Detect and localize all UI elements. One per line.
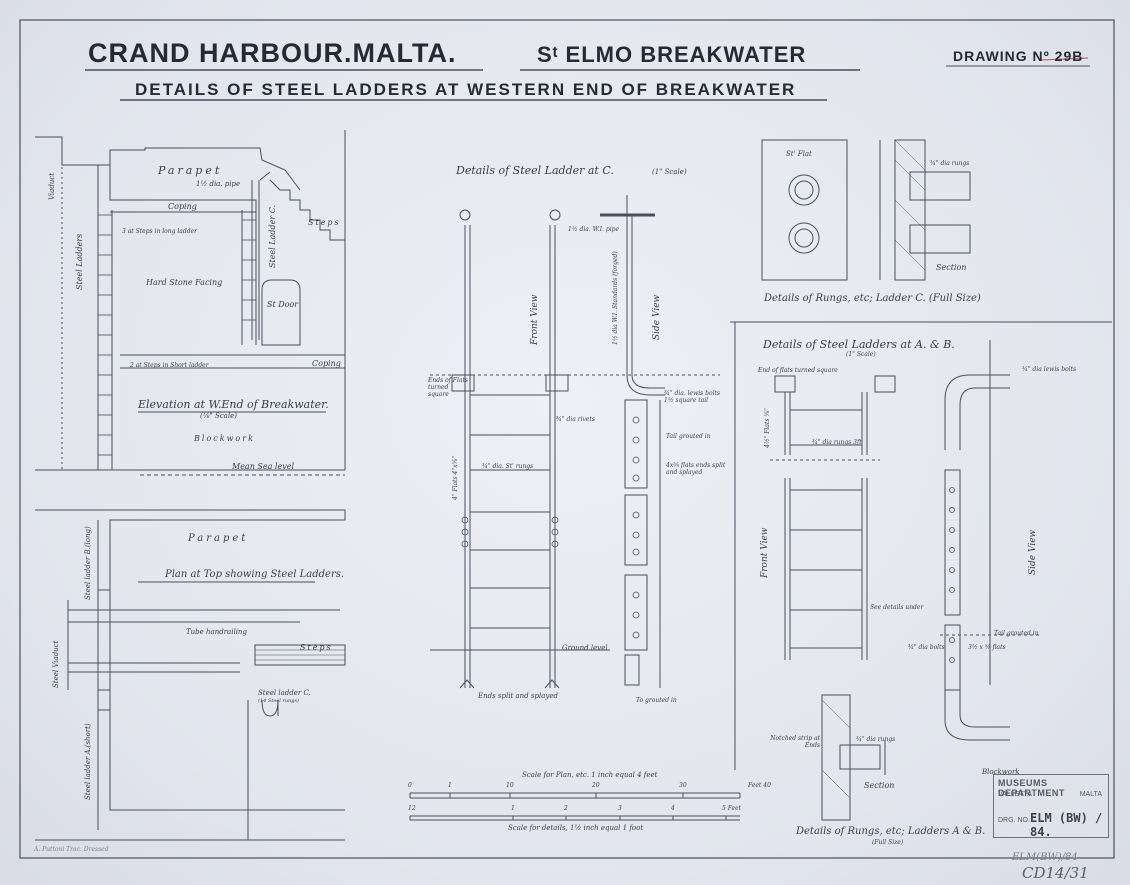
museum-stamp: MUSEUMS DEPARTMENT VALLETTA MALTA DRG. N… [993, 774, 1109, 839]
scale-detail-tick-0: 12 [408, 805, 416, 812]
elev-viaduct: Viaduct [48, 172, 56, 200]
ladders-ab-flats: 4½" Flats ⅝" [764, 408, 771, 448]
ladders-ab-side-view: Side View [1028, 529, 1038, 575]
ladder-c-pipe: 1½ dia. W.I. pipe [568, 226, 620, 233]
plan-steps: Steps [300, 643, 333, 652]
elev-mean-sea: Mean Sea level [232, 462, 295, 471]
ladder-c-rivets: ¾" dia rivets [556, 416, 595, 423]
ladders-ab-caption: Details of Steel Ladders at A. & B. [763, 338, 955, 351]
scale-detail-caption: Scale for details, 1½ inch equal 1 foot [508, 824, 644, 832]
scale-detail-tick-4: 4 [671, 805, 675, 812]
elev-short-ladder: 2 at Steps in Short ladder [130, 362, 209, 369]
ladder-c-ends-flats: Ends of Flats turned square [428, 377, 468, 398]
elevation-drawing [35, 130, 346, 476]
rungs-ab-blockwork: Blockwork [982, 768, 1020, 776]
title-left: CRAND HARBOUR.MALTA. [88, 38, 457, 68]
rungs-ab-section: Section [864, 781, 895, 790]
stamp-line1: MUSEUMS DEPARTMENT [998, 778, 1065, 798]
elev-parapet: Parapet [158, 164, 223, 177]
scale-plan-tick-1: 1 [448, 782, 452, 789]
scale-detail-tick-1: 1 [511, 805, 515, 812]
ladder-c-scale: (1" Scale) [652, 168, 687, 176]
rungs-c-flat: St' Flat [786, 150, 812, 158]
ladder-c-caption: Details of Steel Ladder at C. [456, 164, 614, 177]
elev-coping2: Coping [312, 359, 341, 368]
scale-detail-tick-5: 5 Feet [722, 805, 742, 812]
ladder-c-bolts: ¾" dia. lewis bolts 1½ square tail [664, 390, 721, 404]
elev-caption: Elevation at W.End of Breakwater. [138, 398, 329, 411]
elev-pipe: 1½ dia. pipe [196, 180, 241, 188]
ladder-c-standards: 1½ dia W.I. Standards (forged) [612, 251, 619, 345]
stamp-drg-value: ELM (BW) / 84. [1030, 811, 1103, 839]
rungs-ab-caption: Details of Rungs, etc; Ladders A & B. [796, 826, 986, 837]
stamp-line3: MALTA [1079, 791, 1102, 798]
drawing-number: DRAWING Nº 29B [953, 48, 1084, 64]
scale-plan-tick-4: 30 [679, 782, 687, 789]
rungs-c-drawing [730, 139, 1112, 770]
plan-ladder-a: Steel ladder A.(short) [84, 723, 92, 800]
elev-steel-ladders: Steel Ladders [75, 233, 84, 290]
ladders-ab-lewis-bolts: ¾" dia lewis bolts [1022, 366, 1077, 373]
ladder-c-ground: Ground level [562, 644, 608, 652]
elev-scale: (⅛" Scale) [200, 412, 237, 420]
scale-plan-tick-5: Feet 40 [748, 782, 771, 789]
ladder-c-side-view: Side View [652, 294, 662, 340]
scale-plan-tick-0: 0 [408, 782, 412, 789]
elev-blockwork: Blockwork [194, 434, 255, 443]
elev-hard-stone: Hard Stone Facing [146, 278, 223, 287]
stamp-line2: VALLETTA [998, 791, 1032, 798]
plan-caption: Plan at Top showing Steel Ladders. [165, 569, 345, 580]
ladders-ab-rungs: ¾" dia rungs 3ft [812, 439, 862, 446]
ladder-c-tail: Tail grouted in [666, 433, 711, 440]
subtitle: DETAILS OF STEEL LADDERS AT WESTERN END … [135, 80, 797, 99]
elev-steps-long: 3 at Steps in long ladder [122, 228, 197, 235]
ladder-c-flats-split: 4x⅝ flats ends split and splayed [666, 462, 726, 476]
title-center: Sᵗ ELMO BREAKWATER [537, 42, 807, 67]
ladders-ab-bolts: ¾" dia bolts [908, 644, 945, 651]
ladder-c-front-view: Front View [530, 294, 540, 346]
ladders-ab-scale: (1" Scale) [846, 351, 876, 358]
scale-detail-tick-2: 2 [564, 805, 568, 812]
plan-handrail: Tube handrailing [186, 628, 247, 636]
plan-drawing [35, 509, 346, 841]
ladders-ab-front-view: Front View [760, 527, 770, 579]
rungs-ab-drawing [821, 694, 886, 821]
rungs-ab-notched: Notched strip at Ends [770, 735, 820, 749]
rungs-ab-size: (Full Size) [872, 839, 904, 846]
ladders-ab-drawing [770, 340, 1040, 741]
rungs-ab-rungs: ¾" dia rungs [856, 736, 896, 743]
scale-plan-tick-2: 10 [506, 782, 514, 789]
elev-ladder-c: Steel Ladder C. [268, 204, 277, 268]
ladders-ab-ends-flats: End of flats turned square [758, 367, 838, 374]
plan-ladder-b: Steel ladder B.(long) [84, 526, 92, 600]
rungs-c-rungs: ¾" dia rungs [930, 160, 970, 167]
elev-door: St Door [267, 300, 299, 309]
ladders-ab-tail: Tail grouted in [994, 630, 1039, 637]
ladders-ab-see-details: See details under [870, 604, 924, 611]
ladder-c-flats: 4" Flats 4"x⅝" [452, 455, 459, 500]
plan-viaduct: Steel Viaduct [52, 640, 60, 688]
rungs-c-section: Section [936, 263, 967, 272]
ladder-c-rungs: ¾" dia. St' rungs [482, 463, 534, 470]
scale-bars [409, 792, 741, 821]
elev-steps: Steps [308, 218, 341, 227]
catalogue-number: CD14/31 [1022, 864, 1089, 882]
ladders-ab-flats2: 3½ x ⅝ flats [968, 644, 1006, 651]
plan-ladder-c: Steel ladder C. [258, 689, 311, 697]
ladder-c-ends-split: Ends split and splayed [478, 692, 558, 700]
scale-plan-tick-3: 20 [592, 782, 600, 789]
scale-plan-caption: Scale for Plan, etc. 1 inch equal 4 feet [522, 771, 658, 779]
stamp-drg-label: DRG. NO. [998, 817, 1030, 824]
plan-ladder-c-note: (14 Steel rungs) [258, 698, 299, 704]
elev-coping: Coping [168, 202, 197, 211]
scale-detail-tick-3: 3 [618, 805, 622, 812]
footer-note: A. Puttoni Trac. Dressed [34, 846, 109, 853]
ladder-c-grouted: To grouted in [636, 697, 677, 704]
pencil-reference: ELM(BW)/84 [1012, 852, 1078, 863]
rungs-c-caption: Details of Rungs, etc; Ladder C. (Full S… [764, 293, 981, 304]
plan-parapet: Parapet [188, 533, 249, 544]
ladder-c-drawing [430, 195, 720, 689]
